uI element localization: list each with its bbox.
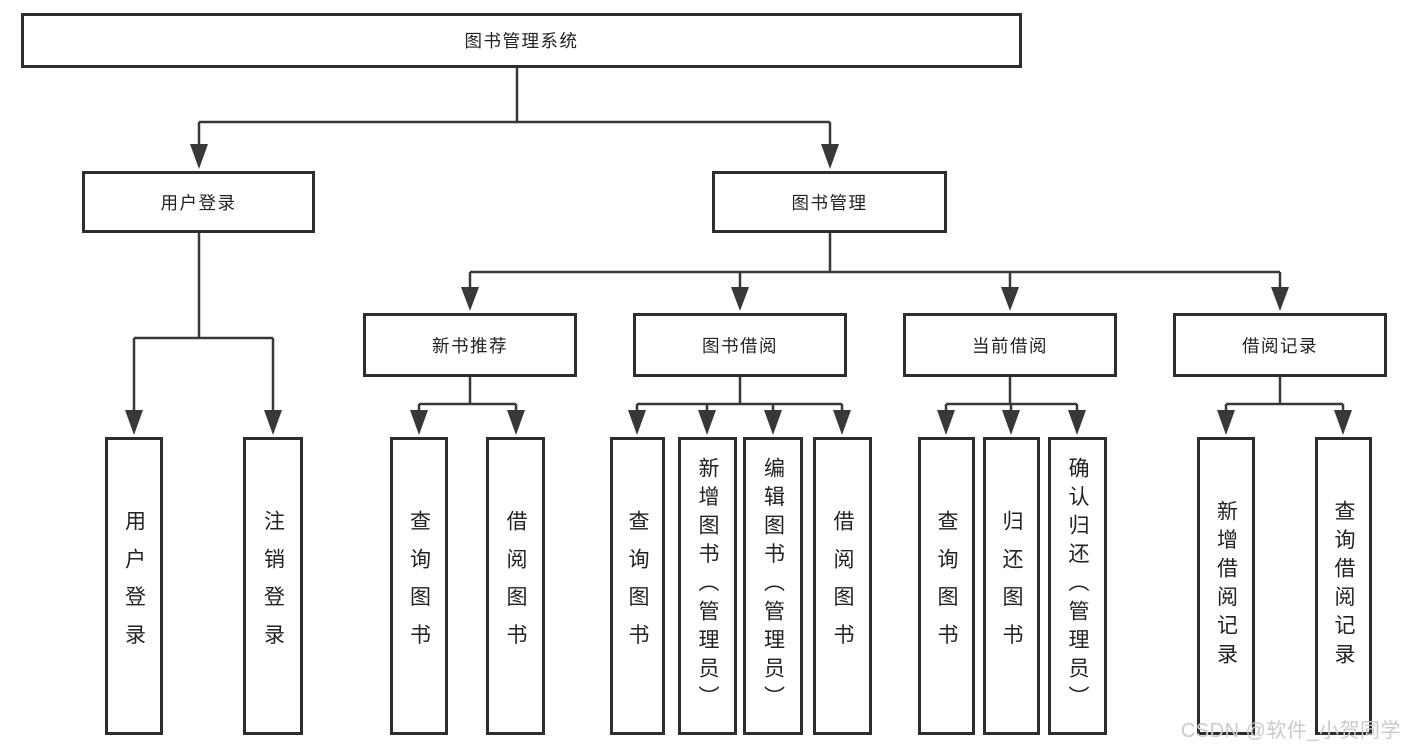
node-root-label: 图书管理系统 xyxy=(464,31,579,51)
node-borrow-records: 借阅记录 xyxy=(1173,313,1387,377)
node-book-borrow: 图书借阅 xyxy=(633,313,847,377)
arrowhead xyxy=(698,410,716,435)
leaf-query-books-borrow-label: 查询图书 xyxy=(626,510,649,662)
branch-new-book-recommend xyxy=(410,377,525,435)
leaf-query-borrow-record: 查询借阅记录 xyxy=(1315,437,1372,735)
node-current-borrow: 当前借阅 xyxy=(903,313,1117,377)
arrowhead xyxy=(937,410,955,435)
node-new-book-recommend: 新书推荐 xyxy=(363,313,577,377)
node-borrow-records-label: 借阅记录 xyxy=(1242,335,1318,356)
branch-user-login xyxy=(125,233,282,435)
arrowhead xyxy=(125,410,143,435)
leaf-confirm-return-admin: 确认归还（管理员） xyxy=(1048,437,1107,735)
arrowhead xyxy=(628,410,646,435)
arrowhead xyxy=(264,410,282,435)
node-current-borrow-label: 当前借阅 xyxy=(972,335,1048,356)
leaf-query-books-recommend-label: 查询图书 xyxy=(407,510,431,662)
leaf-query-borrow-record-label: 查询借阅记录 xyxy=(1332,500,1355,672)
arrowhead xyxy=(833,410,851,435)
branch-current-borrow xyxy=(937,377,1086,435)
node-book-management: 图书管理 xyxy=(712,171,947,233)
leaf-logout-label: 注销登录 xyxy=(261,510,285,662)
leaf-confirm-return-admin-label: 确认归还（管理员） xyxy=(1066,457,1089,715)
leaf-logout: 注销登录 xyxy=(243,437,303,735)
leaf-return-books-label: 归还图书 xyxy=(1000,510,1023,662)
leaf-add-book-admin-label: 新增图书（管理员） xyxy=(696,457,719,715)
leaf-query-books-current: 查询图书 xyxy=(918,437,975,735)
leaf-user-login: 用户登录 xyxy=(105,437,163,735)
leaf-add-borrow-record-label: 新增借阅记录 xyxy=(1214,500,1238,672)
arrowhead xyxy=(1217,410,1235,435)
leaf-add-borrow-record: 新增借阅记录 xyxy=(1197,437,1255,735)
branch-book-management xyxy=(461,233,1289,311)
node-new-book-recommend-label: 新书推荐 xyxy=(432,335,508,356)
leaf-borrow-books-borrow: 借阅图书 xyxy=(813,437,872,735)
node-book-borrow-label: 图书借阅 xyxy=(702,335,778,356)
arrowhead xyxy=(1068,410,1086,435)
node-user-login: 用户登录 xyxy=(82,171,315,233)
leaf-borrow-books-recommend: 借阅图书 xyxy=(486,437,545,735)
arrowhead xyxy=(1001,287,1019,311)
arrowhead xyxy=(461,287,479,311)
leaf-query-books-current-label: 查询图书 xyxy=(935,510,958,662)
arrowhead xyxy=(731,287,749,311)
node-user-login-label: 用户登录 xyxy=(160,192,237,213)
leaf-edit-book-admin-label: 编辑图书（管理员） xyxy=(761,457,785,715)
leaf-query-books-borrow: 查询图书 xyxy=(610,437,665,735)
leaf-return-books: 归还图书 xyxy=(983,437,1040,735)
node-root: 图书管理系统 xyxy=(21,13,1022,68)
arrowhead xyxy=(1271,287,1289,311)
node-book-management-label: 图书管理 xyxy=(791,192,868,213)
leaf-query-books-recommend: 查询图书 xyxy=(390,437,448,735)
leaf-borrow-books-recommend-label: 借阅图书 xyxy=(504,510,527,662)
arrowhead xyxy=(764,410,782,435)
branch-borrow-records xyxy=(1217,377,1352,435)
arrowhead xyxy=(507,410,525,435)
arrowhead xyxy=(190,144,208,169)
arrowhead xyxy=(410,410,428,435)
leaf-edit-book-admin: 编辑图书（管理员） xyxy=(743,437,803,735)
leaf-add-book-admin: 新增图书（管理员） xyxy=(678,437,737,735)
branch-root xyxy=(190,68,839,169)
arrowhead xyxy=(1334,410,1352,435)
watermark: CSDN @软件_小贺同学 xyxy=(1180,720,1401,742)
arrowhead xyxy=(1002,410,1020,435)
leaf-borrow-books-borrow-label: 借阅图书 xyxy=(831,510,854,662)
leaf-user-login-label: 用户登录 xyxy=(122,510,146,662)
branch-book-borrow xyxy=(628,377,851,435)
arrowhead xyxy=(821,144,839,169)
